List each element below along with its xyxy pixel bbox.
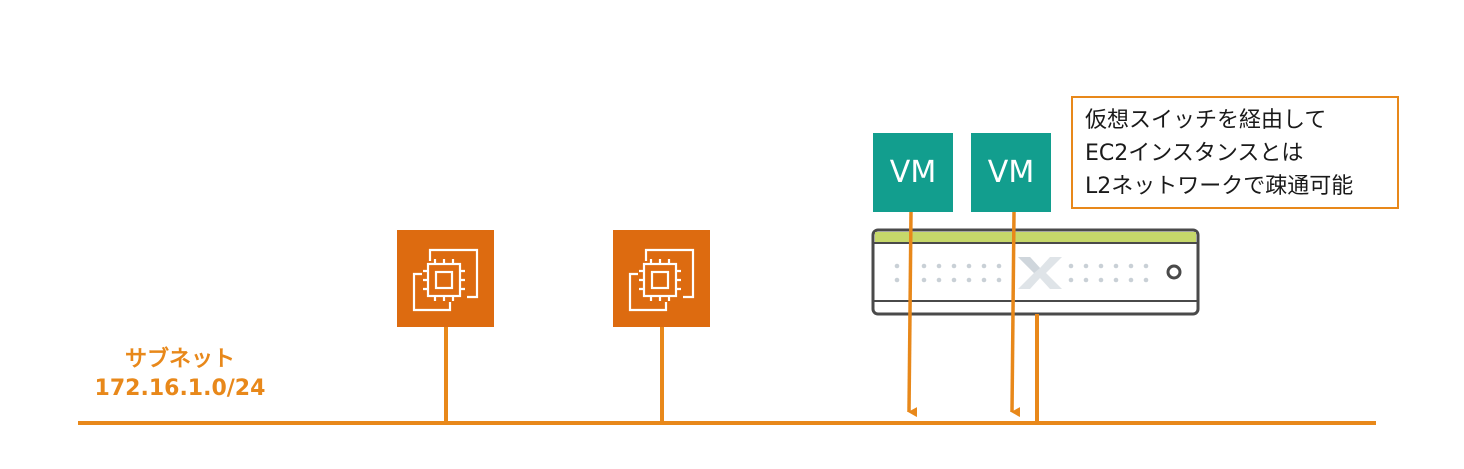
subnet-name: サブネット: [124, 347, 235, 372]
note-line: EC2インスタンスとは: [1085, 141, 1304, 166]
vm-arrow-2: [1010, 211, 1021, 418]
annotation-note: 仮想スイッチを経由して EC2インスタンスとは L2ネットワークで疎通可能: [1071, 96, 1399, 209]
nutanix-switch-icon: [871, 228, 1200, 316]
vm-box-1: VM: [873, 133, 953, 212]
vm-label: VM: [889, 155, 937, 190]
subnet-cidr: 172.16.1.0/24: [94, 375, 266, 401]
note-line: L2ネットワークで疎通可能: [1085, 174, 1354, 199]
vm-label: VM: [987, 155, 1035, 190]
vm-box-2: VM: [971, 133, 1051, 212]
ec2-instance-icon: [397, 230, 494, 327]
subnet-label: サブネット 172.16.1.0/24: [60, 346, 300, 403]
ec2-instance-icon: [613, 230, 710, 327]
note-line: 仮想スイッチを経由して: [1085, 108, 1327, 133]
vm-arrow-1: [907, 211, 918, 418]
